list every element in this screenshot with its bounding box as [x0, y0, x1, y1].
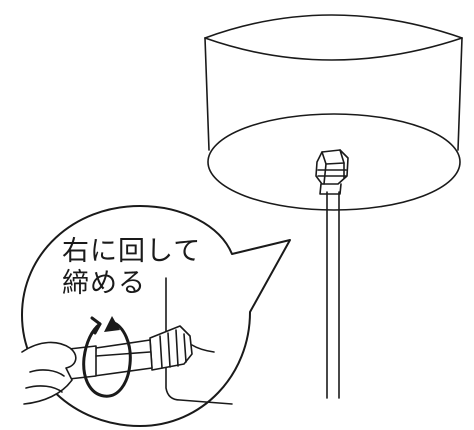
hex-nut-fitting: [315, 149, 349, 195]
clockwise-rotation-arrow-icon: [82, 316, 132, 398]
callout-label-line-2: 締める: [62, 268, 146, 299]
callout-label-line-1: 右に回して: [62, 236, 202, 267]
hanging-cord: [326, 191, 340, 399]
hand-icon: [21, 341, 77, 405]
magnified-hex-nut: [149, 325, 193, 371]
label-leader-line: [165, 277, 233, 405]
magnified-cord: [191, 344, 215, 353]
